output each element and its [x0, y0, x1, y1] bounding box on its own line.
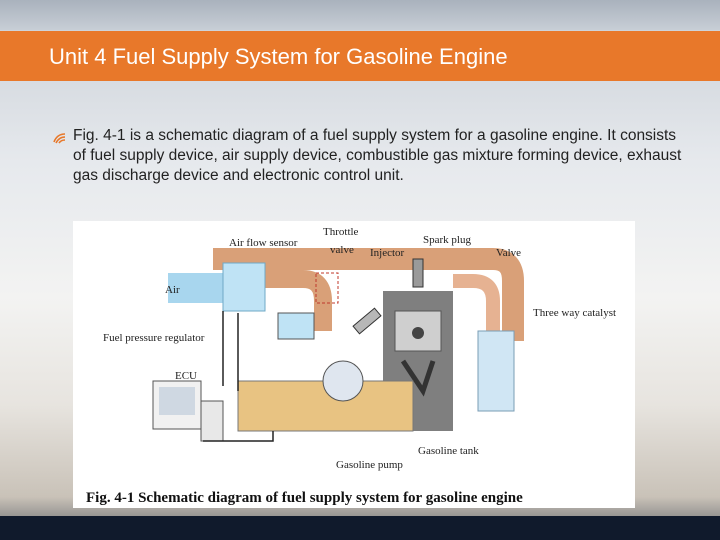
exhaust-pipe [453, 274, 500, 331]
label-three-way-catalyst: Three way catalyst [533, 307, 616, 319]
intake-runner [253, 270, 332, 331]
label-valve: Valve [496, 247, 521, 259]
spark-plug [412, 258, 424, 288]
label-throttle: Throttle [323, 226, 359, 238]
background-top [0, 0, 720, 30]
label-ecu: ECU [175, 370, 197, 382]
figure-caption: Fig. 4-1 Schematic diagram of fuel suppl… [86, 490, 523, 506]
fuel-pressure-regulator [277, 312, 315, 340]
label-air: Air [165, 284, 180, 296]
bottom-bar [0, 516, 720, 540]
connecting-rod [400, 359, 436, 397]
bullet-paragraph: Fig. 4-1 is a schematic diagram of a fue… [73, 127, 682, 184]
gasoline-pump [322, 360, 364, 402]
wifi-arc-bullet-icon [53, 133, 66, 144]
label-throttle-valve: valve [330, 244, 354, 256]
label-spark-plug: Spark plug [423, 234, 471, 246]
three-way-catalyst [477, 330, 515, 412]
ecu-tower [200, 400, 224, 442]
fuel-system-diagram: Air flow sensor Throttle valve Injector … [73, 221, 635, 508]
ecu-screen [159, 387, 195, 415]
label-air-flow-sensor: Air flow sensor [229, 237, 298, 249]
label-injector: Injector [370, 247, 405, 259]
throttle-valve [315, 272, 339, 304]
injector [352, 307, 382, 335]
label-gasoline-tank: Gasoline tank [418, 445, 479, 457]
piston-pin [412, 327, 424, 339]
label-gasoline-pump: Gasoline pump [336, 459, 403, 471]
page-title: Unit 4 Fuel Supply System for Gasoline E… [49, 44, 508, 69]
label-fuel-pressure-regulator: Fuel pressure regulator [103, 332, 205, 344]
diagram-svg: Air flow sensor Throttle valve Injector … [103, 226, 616, 471]
ecu-wire-3 [203, 431, 274, 442]
intake-pipe [213, 248, 524, 341]
title-bar: Unit 4 Fuel Supply System for Gasoline E… [0, 31, 720, 81]
air-flow-sensor-box [222, 262, 266, 312]
